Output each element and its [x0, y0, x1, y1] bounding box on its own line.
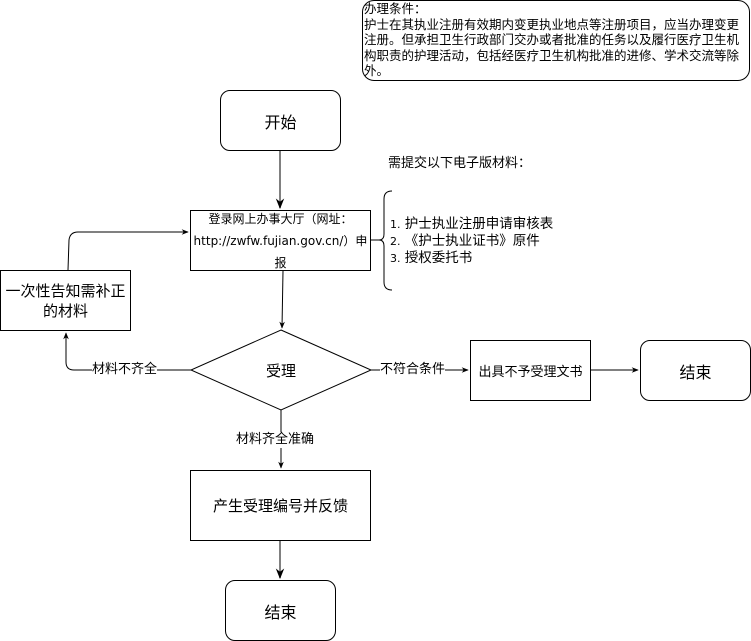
- online-application-node: 登录网上办事大厅（网址： http://zwfw.fujian.gov.cn/）…: [190, 210, 371, 271]
- materials-list: 1. 护士执业注册申请审核表 2. 《护士执业证书》原件 3. 授权委托书: [390, 216, 553, 267]
- conditions-title: 办理条件：: [364, 1, 427, 16]
- edge-decision-to-notice: [63, 332, 191, 371]
- start-node: 开始: [220, 90, 341, 151]
- supplement-notice-node: 一次性告知需补正 的材料: [0, 270, 131, 331]
- notice-line-2: 的材料: [42, 301, 88, 320]
- edge-label-not-qualified: 不符合条件: [380, 362, 446, 378]
- login-line-2: http://zwfw.fujian.gov.cn/）申报: [193, 233, 368, 270]
- materials-title: 需提交以下电子版材料：: [388, 156, 532, 171]
- materials-item: 3. 授权委托书: [390, 250, 473, 266]
- login-line-1: 登录网上办事大厅（网址：: [208, 211, 353, 226]
- notice-line-1: 一次性告知需补正: [5, 281, 126, 300]
- materials-item: 2. 《护士执业证书》原件: [390, 233, 540, 249]
- materials-item: 1. 护士执业注册申请审核表: [390, 216, 554, 232]
- produce-label: 产生受理编号并反馈: [212, 497, 348, 515]
- reject-label: 出具不予受理文书: [478, 365, 583, 380]
- start-label: 开始: [264, 112, 297, 132]
- produce-number-node: 产生受理编号并反馈: [190, 470, 371, 541]
- conditions-body: 护士在其执业注册有效期内变更执业地点等注册项目，应当办理变更注册。但承担卫生行政…: [364, 16, 740, 79]
- edge-label-incomplete: 材料不齐全: [92, 362, 158, 378]
- end-right-label: 结束: [679, 362, 712, 382]
- edge-label-complete: 材料齐全准确: [236, 432, 315, 448]
- end-node-bottom: 结束: [225, 580, 336, 641]
- reject-document-node: 出具不予受理文书: [470, 340, 591, 401]
- edge-login-to-decision: [279, 270, 285, 329]
- conditions-note: 办理条件： 护士在其执业注册有效期内变更执业地点等注册项目，应当办理变更注册。但…: [362, 0, 750, 81]
- end-node-right: 结束: [640, 340, 751, 401]
- edge-notice-to-login: [67, 229, 189, 271]
- decision-label: 受理: [265, 362, 296, 380]
- end-bottom-label: 结束: [264, 602, 297, 622]
